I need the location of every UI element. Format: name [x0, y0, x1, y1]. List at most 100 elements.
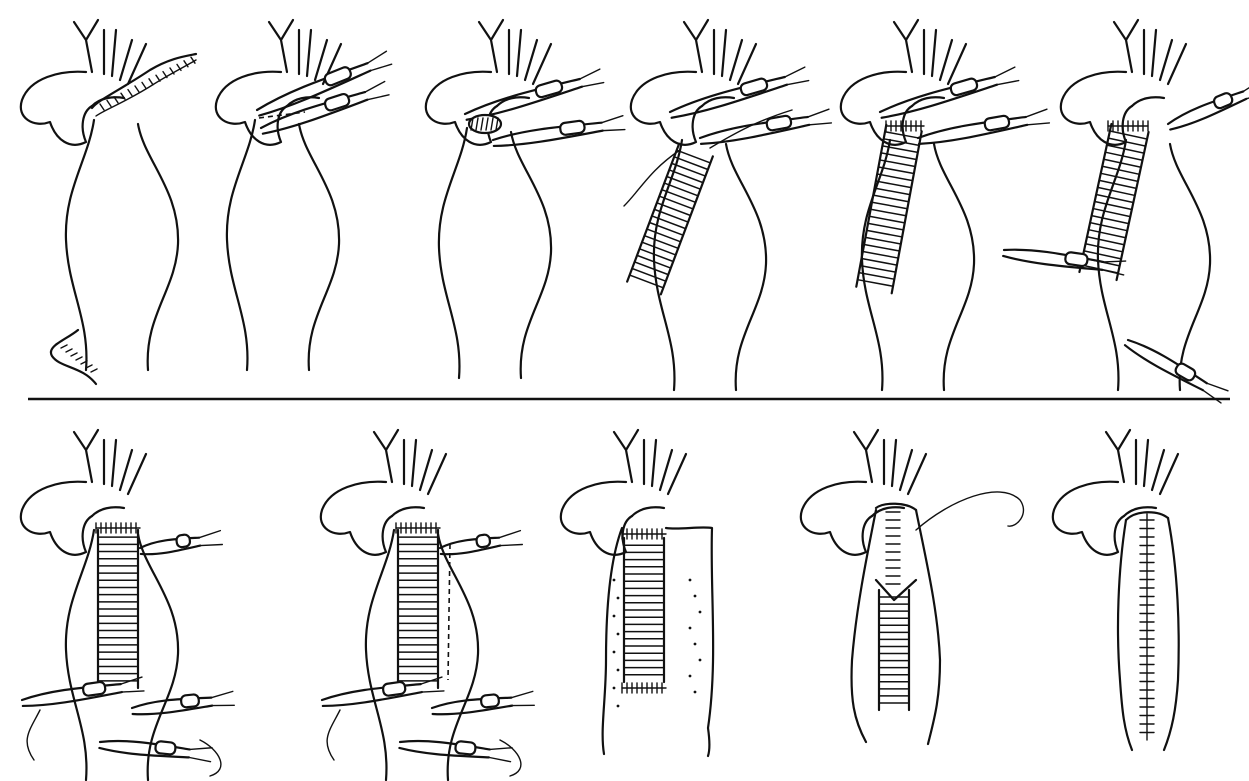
- clamp-handle-tip: [366, 51, 392, 72]
- distal-cuff-hatch: [91, 369, 97, 372]
- graft-rib: [1101, 173, 1138, 181]
- clamp-jaw-upper: [256, 61, 369, 110]
- closed-wrap-left: [1118, 520, 1132, 750]
- distal-clamp-lower: [99, 735, 212, 762]
- incision-mark: [135, 86, 139, 92]
- distal-cuff-hatch: [71, 353, 77, 356]
- sac-dot: [699, 659, 702, 662]
- sac-dot: [613, 615, 616, 618]
- incision-mark: [142, 82, 146, 88]
- graft-rib: [873, 195, 908, 202]
- proximal-clamp: [139, 530, 222, 557]
- proximal-clamp-lower: [699, 108, 832, 146]
- panel-top-5: [841, 20, 1050, 390]
- suture-thread: [27, 710, 221, 776]
- graft-rib: [867, 230, 902, 237]
- clamp-handle-grip: [176, 534, 191, 548]
- panel-bottom-4: [801, 430, 1024, 744]
- sac-dot: [617, 633, 620, 636]
- aneurysm-right-wall: [511, 132, 551, 378]
- graft-rib: [869, 216, 904, 223]
- panel-bottom-2: [321, 430, 534, 780]
- incision-line-upper: [92, 54, 196, 108]
- aneurysm-left-wall: [227, 120, 255, 370]
- suture-line: [622, 529, 666, 539]
- graft-rib: [1093, 209, 1130, 217]
- graft-wall-left: [1079, 124, 1111, 272]
- brachiocephalic-branch: [684, 20, 708, 72]
- graft-rib: [1090, 223, 1127, 231]
- clamp-jaw-upper: [492, 121, 601, 140]
- graft-rib: [644, 236, 678, 249]
- graft-rib: [674, 157, 708, 170]
- graft-rib: [858, 280, 893, 287]
- graft-rib: [1098, 187, 1135, 195]
- clamp-jaw-upper: [400, 738, 490, 751]
- clamp-jaw-upper: [917, 115, 1026, 138]
- left-carotid-branch: [104, 30, 116, 76]
- graft-rib: [875, 188, 910, 195]
- clamp-jaw-lower: [919, 125, 1028, 146]
- distal-clamp-right: [131, 690, 234, 716]
- graft-rib: [868, 223, 903, 230]
- panel-top-4: [624, 20, 831, 390]
- proximal-clamp: [439, 530, 522, 557]
- graft-rib: [864, 244, 899, 251]
- aneurysm-left-wall: [439, 128, 467, 378]
- clamp-handle-tip: [1102, 258, 1126, 275]
- clamp-handle-grip: [560, 120, 586, 135]
- left-carotid-branch: [1144, 30, 1156, 76]
- clamp-handle-tip: [511, 691, 534, 707]
- distal-clamp-lower: [1124, 334, 1229, 403]
- left-carotid-branch: [404, 440, 416, 486]
- brachiocephalic-branch: [374, 430, 398, 482]
- left-carotid-branch: [644, 440, 656, 486]
- left-subclavian-branch: [525, 40, 551, 84]
- left-subclavian-branch: [900, 450, 926, 494]
- graft-rib: [1099, 180, 1136, 188]
- sac-dot: [689, 579, 692, 582]
- graft-rib: [669, 170, 703, 183]
- graft-rib: [863, 252, 898, 259]
- suture-line: [622, 683, 666, 693]
- graft-rib: [659, 196, 693, 209]
- panel-top-3: [426, 20, 625, 378]
- aortic-arch-outer: [561, 482, 632, 555]
- distal-clamp-right: [431, 690, 534, 716]
- left-subclavian-branch: [120, 40, 146, 84]
- aneurysm-left-wall: [66, 530, 94, 780]
- brachiocephalic-branch: [74, 20, 98, 72]
- graft-rib: [1092, 216, 1129, 224]
- clamp-jaw-upper: [464, 77, 580, 114]
- aortic-arch-outer: [841, 72, 912, 145]
- graft-rib: [1102, 166, 1139, 174]
- clamp-jaw-upper: [699, 115, 808, 138]
- graft-rib: [1084, 251, 1121, 259]
- panel-bottom-5: [1053, 430, 1179, 750]
- proximal-clamp-upper: [463, 68, 604, 122]
- graft-rib: [878, 167, 913, 174]
- clamp-handle-tip: [364, 82, 389, 102]
- graft-rib: [677, 150, 711, 163]
- left-subclavian-branch: [1152, 450, 1178, 494]
- graft-rib: [1087, 237, 1124, 245]
- brachiocephalic-branch: [894, 20, 918, 72]
- aortic-arch-inner: [632, 507, 664, 516]
- clamp-jaw-lower: [133, 706, 213, 717]
- aneurysm-right-wall: [934, 144, 974, 390]
- aortic-arch-outer: [1053, 482, 1124, 555]
- clamp-handle-grip: [455, 741, 476, 755]
- aortic-arch-outer: [321, 482, 392, 555]
- clamp-handle-tip: [601, 116, 625, 133]
- clamp-handle-grip: [1174, 362, 1197, 382]
- clamp-handle-grip: [323, 66, 352, 87]
- graft-rib: [865, 237, 900, 244]
- graft-rib: [635, 262, 669, 275]
- panel-top-2: [216, 20, 392, 370]
- graft-rib: [664, 183, 698, 196]
- incision-mark: [128, 90, 132, 96]
- aneurysm-left-wall: [366, 530, 394, 780]
- graft-rib: [662, 190, 696, 203]
- graft-rib: [672, 163, 706, 176]
